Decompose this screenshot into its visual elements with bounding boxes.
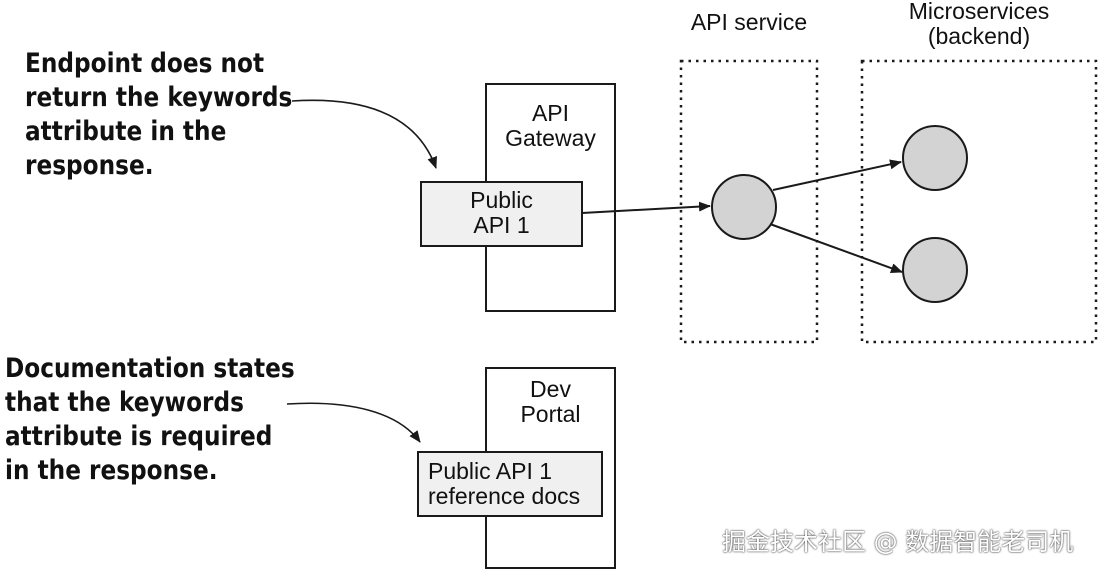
microservices-boundary (860, 59, 1098, 344)
public-api-label: Public API 1 (421, 188, 582, 238)
microservices-title: Microservices (backend) (889, 0, 1069, 49)
arrow-service-to-microservice-1 (772, 159, 902, 191)
api-gateway-title-line-1: API (531, 100, 570, 126)
annotation-bottom-line-4: in the response. (5, 455, 218, 486)
dev-portal-title-line-2: Portal (520, 401, 581, 427)
microservices-title-line-2: (backend) (927, 23, 1031, 49)
dev-portal-title: Dev Portal (486, 377, 615, 427)
public-api-label-line-1: Public (470, 187, 533, 213)
annotation-top: Endpoint does not return the keywords at… (25, 47, 292, 183)
dev-portal-title-line-1: Dev (530, 376, 571, 402)
api-gateway-title-line-2: Gateway (505, 125, 596, 151)
annotation-bottom-line-2: that the keywords (5, 387, 244, 418)
annotation-top-line-4: response. (25, 150, 154, 181)
annotation-bottom-line-3: attribute is required (5, 421, 273, 452)
reference-docs-label: Public API 1 reference docs (428, 459, 580, 509)
annotation-bottom: Documentation states that the keywords a… (5, 352, 295, 488)
reference-docs-line-1: Public API 1 (428, 458, 553, 484)
annotation-top-line-1: Endpoint does not (25, 48, 265, 79)
arrow-service-to-microservice-2 (769, 223, 903, 273)
annotation-top-line-3: attribute in the (25, 116, 227, 147)
watermark: 掘金技术社区 @ 数据智能老司机 (722, 528, 1074, 556)
arrow-public-api-to-service (581, 201, 711, 214)
microservice-node-1 (902, 125, 968, 191)
callout-arrow-top (291, 99, 437, 169)
annotation-bottom-line-1: Documentation states (5, 353, 295, 384)
api-service-title-text: API service (690, 9, 808, 35)
api-gateway-title: API Gateway (486, 101, 615, 151)
reference-docs-box (417, 451, 603, 517)
reference-docs-line-2: reference docs (428, 483, 581, 509)
public-api-box (420, 181, 583, 247)
microservice-node-2 (902, 237, 968, 303)
api-service-title: API service (669, 10, 829, 35)
public-api-label-line-2: API 1 (473, 212, 530, 238)
api-service-boundary (679, 59, 819, 344)
microservices-title-line-1: Microservices (908, 0, 1050, 24)
api-service-node (711, 174, 777, 240)
annotation-top-line-2: return the keywords (25, 82, 293, 113)
callout-arrow-bottom (286, 402, 421, 443)
